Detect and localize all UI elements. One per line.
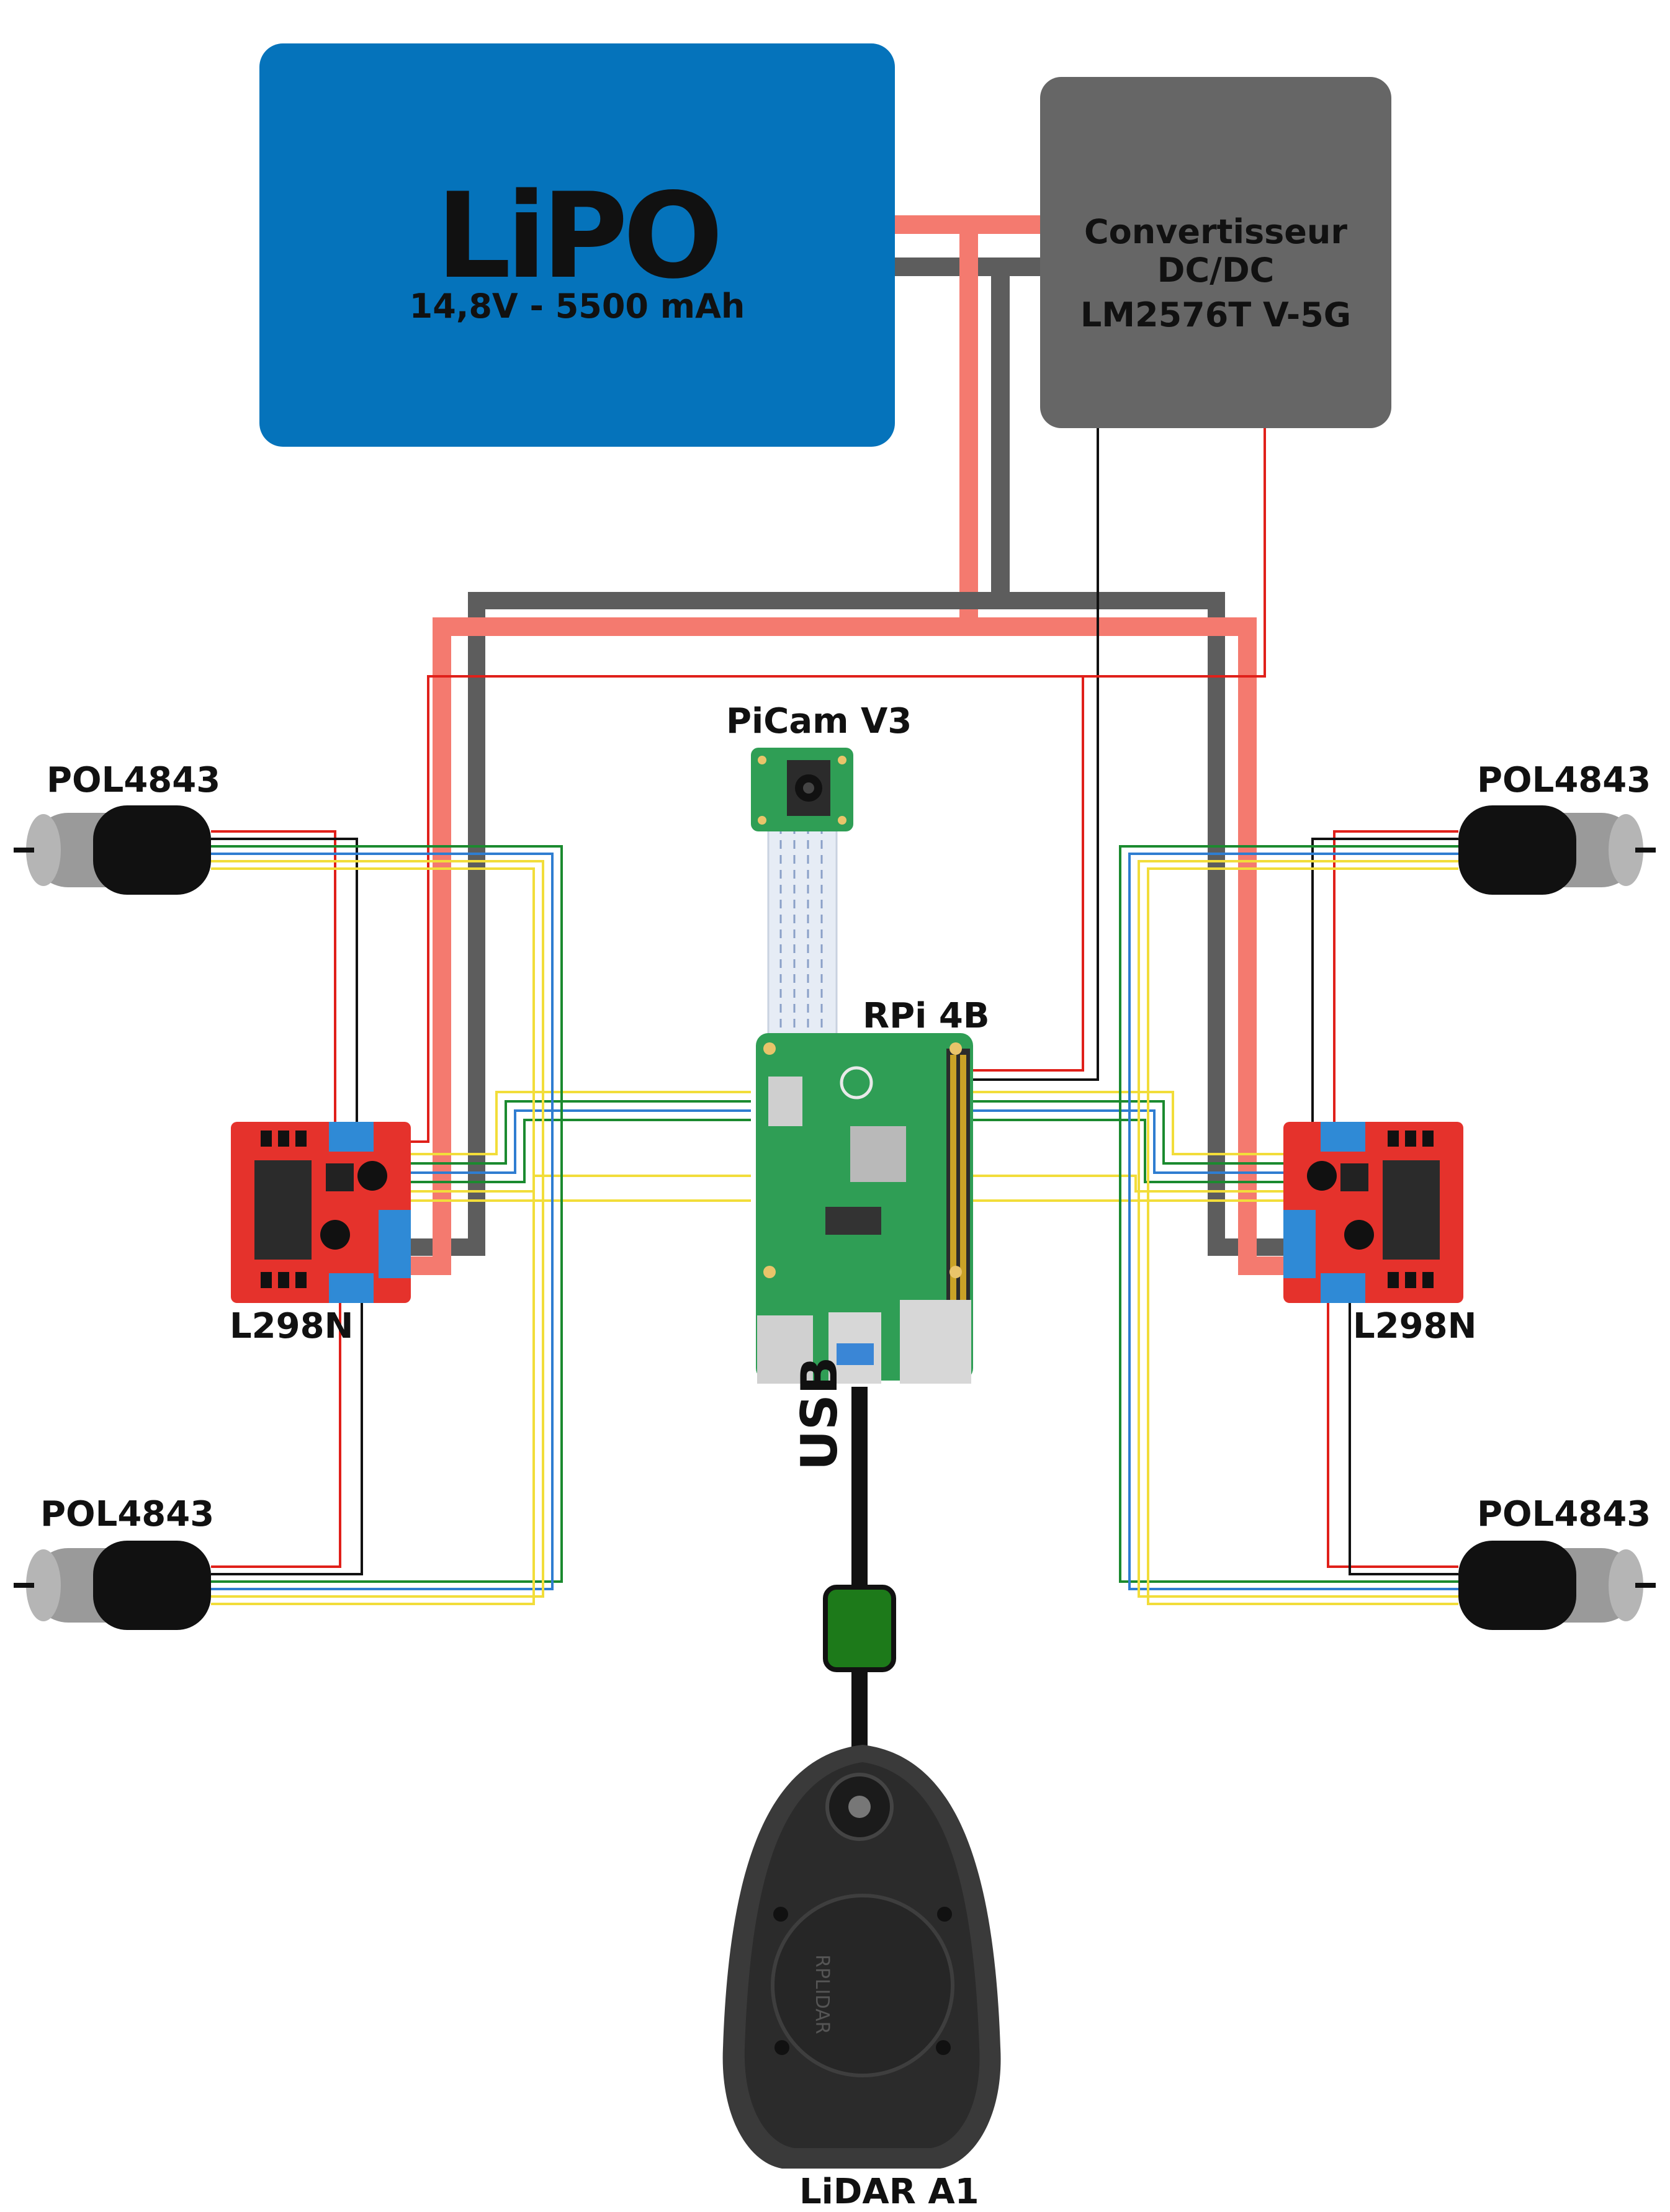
five-volt-black bbox=[959, 428, 1099, 1081]
battery-name: LiPO bbox=[436, 168, 724, 305]
power-bus bbox=[403, 215, 1291, 1275]
driver-left-label: L298N bbox=[230, 1306, 354, 1346]
picam-board bbox=[751, 748, 853, 831]
converter-line-2: DC/DC bbox=[1157, 251, 1275, 290]
converter-line-3: LM2576T V-5G bbox=[1080, 295, 1352, 334]
usb-label: USB bbox=[791, 1356, 848, 1471]
dc-dc-converter: Convertisseur DC/DC LM2576T V-5G bbox=[1040, 77, 1391, 428]
motor-top-right-label: POL4843 bbox=[1477, 760, 1651, 800]
converter-line-1: Convertisseur bbox=[1084, 212, 1347, 251]
motor-top-left-label: POL4843 bbox=[47, 760, 221, 800]
lidar-device bbox=[722, 1745, 1001, 2169]
logic-supply bbox=[410, 428, 1266, 1143]
battery-spec: 14,8V - 5500 mAh bbox=[409, 287, 745, 326]
motor-bottom-right bbox=[1458, 1541, 1656, 1630]
power-loop-right bbox=[969, 617, 1291, 1275]
lidar-brand-text: RPLIDAR bbox=[811, 1955, 833, 2035]
rpi-label: RPi 4B bbox=[863, 996, 990, 1036]
motor-top-right bbox=[1458, 805, 1656, 895]
usb-cable bbox=[823, 1387, 896, 1781]
lidar-label: LiDAR A1 bbox=[799, 2172, 979, 2212]
enable-red-left bbox=[410, 675, 1083, 1143]
motor-top-left bbox=[14, 805, 211, 895]
driver-right-label: L298N bbox=[1353, 1306, 1477, 1346]
driver-left bbox=[231, 1122, 411, 1303]
ferrite-bead bbox=[823, 1585, 896, 1672]
motor-bottom-right-label: POL4843 bbox=[1477, 1494, 1651, 1534]
motor-wires bbox=[211, 830, 1458, 1605]
power-loop-left bbox=[403, 617, 969, 1275]
driver-right bbox=[1283, 1122, 1463, 1303]
motor-bottom-left bbox=[14, 1541, 211, 1630]
rpi-board bbox=[756, 1033, 973, 1384]
lipo-battery: LiPO 14,8V - 5500 mAh bbox=[259, 43, 895, 447]
picam-label: PiCam V3 bbox=[726, 701, 912, 741]
motor-bottom-left-label: POL4843 bbox=[40, 1494, 215, 1534]
